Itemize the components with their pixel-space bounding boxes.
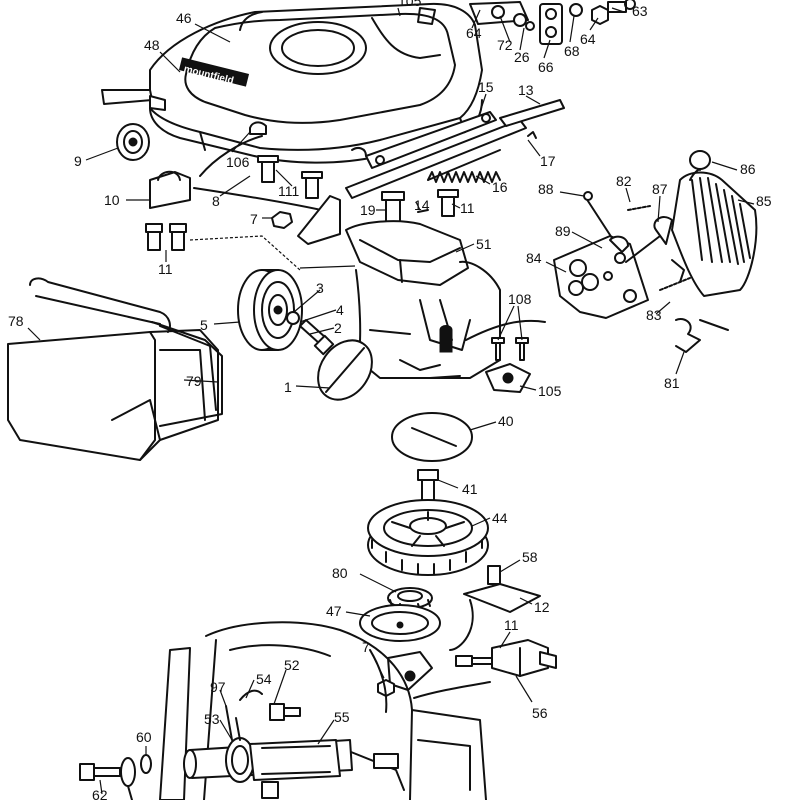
callout-14: 14 [414, 197, 430, 213]
callout-105-top: 105 [398, 0, 422, 9]
hubcap [317, 339, 373, 401]
callout-81: 81 [664, 375, 680, 391]
callout-60: 60 [136, 729, 152, 745]
callout-108: 108 [508, 291, 532, 307]
callout-55: 55 [334, 709, 350, 725]
callout-44: 44 [492, 510, 508, 526]
drive-pulley [367, 499, 489, 576]
callout-89: 89 [555, 223, 571, 239]
callout-8: 8 [212, 193, 220, 209]
callout-83: 83 [646, 307, 662, 323]
thrust-washer [359, 604, 441, 642]
height-adjust-bracket [145, 155, 323, 251]
callout-4: 4 [336, 302, 344, 318]
callout-88: 88 [538, 181, 554, 197]
callout-56: 56 [532, 705, 548, 721]
callout-105-right: 105 [538, 383, 562, 399]
callout-78: 78 [8, 313, 24, 329]
callout-17: 17 [540, 153, 556, 169]
callout-40: 40 [498, 413, 514, 429]
callout-26: 26 [514, 49, 530, 65]
cable-anchor [377, 639, 557, 699]
callout-58: 58 [522, 549, 538, 565]
callout-86: 86 [740, 161, 756, 177]
callout-12: 12 [534, 599, 550, 615]
callout-19: 19 [360, 202, 376, 218]
callout-11-lower: 11 [504, 617, 519, 633]
callout-7-upper: 7 [250, 211, 258, 227]
leader-lines [27, 7, 755, 795]
callout-11-left: 11 [158, 261, 173, 277]
callout-63: 63 [632, 3, 648, 19]
callout-41: 41 [462, 481, 478, 497]
callout-106: 106 [226, 154, 250, 170]
shaft-bolt [79, 754, 152, 800]
lever-bracket [449, 565, 541, 651]
callout-97: 97 [210, 679, 226, 695]
rear-hinge-assembly [417, 0, 636, 45]
drive-cable [193, 135, 341, 245]
callout-79: 79 [186, 373, 202, 389]
callout-7-lower: 7 [362, 639, 370, 655]
gearbox-cover [345, 189, 469, 286]
callout-3: 3 [316, 280, 324, 296]
callout-66: 66 [538, 59, 554, 75]
rear-axle-bracket [101, 89, 166, 161]
callout-53: 53 [204, 711, 220, 727]
callout-11-upper-right: 11 [460, 200, 475, 216]
callout-62: 62 [92, 787, 108, 800]
blade-cover-disc [391, 412, 473, 462]
callout-16: 16 [492, 179, 508, 195]
callout-64-b: 64 [580, 31, 596, 47]
callout-47: 47 [326, 603, 342, 619]
callout-46: 46 [176, 10, 192, 26]
throttle-control [553, 150, 758, 353]
callout-85: 85 [756, 193, 772, 209]
callout-111: 111 [278, 183, 299, 199]
front-wheel [237, 269, 335, 356]
mower-deck: mountfield [149, 2, 483, 164]
blade-shaft [183, 689, 353, 799]
callout-54: 54 [256, 671, 272, 687]
callout-68: 68 [564, 43, 580, 59]
callout-87: 87 [652, 181, 668, 197]
callout-51: 51 [476, 236, 492, 252]
callout-80: 80 [332, 565, 348, 581]
callout-64-a: 64 [466, 25, 482, 41]
callout-84: 84 [526, 250, 542, 266]
callout-labels: 46 48 105 64 72 26 66 68 64 63 15 13 17 … [8, 0, 772, 800]
callout-82: 82 [616, 173, 632, 189]
callout-13: 13 [518, 82, 534, 98]
callout-15: 15 [478, 79, 494, 95]
grass-collector [7, 277, 223, 461]
callout-72: 72 [497, 37, 513, 53]
deflector-clip [465, 319, 546, 393]
callout-48: 48 [144, 37, 160, 53]
callout-10: 10 [104, 192, 120, 208]
callout-5: 5 [200, 317, 208, 333]
callout-52: 52 [284, 657, 300, 673]
handle-rod-assembly [345, 99, 565, 199]
callout-2: 2 [334, 320, 342, 336]
callout-1: 1 [284, 379, 292, 395]
callout-9: 9 [74, 153, 82, 169]
central-chassis [355, 260, 501, 379]
